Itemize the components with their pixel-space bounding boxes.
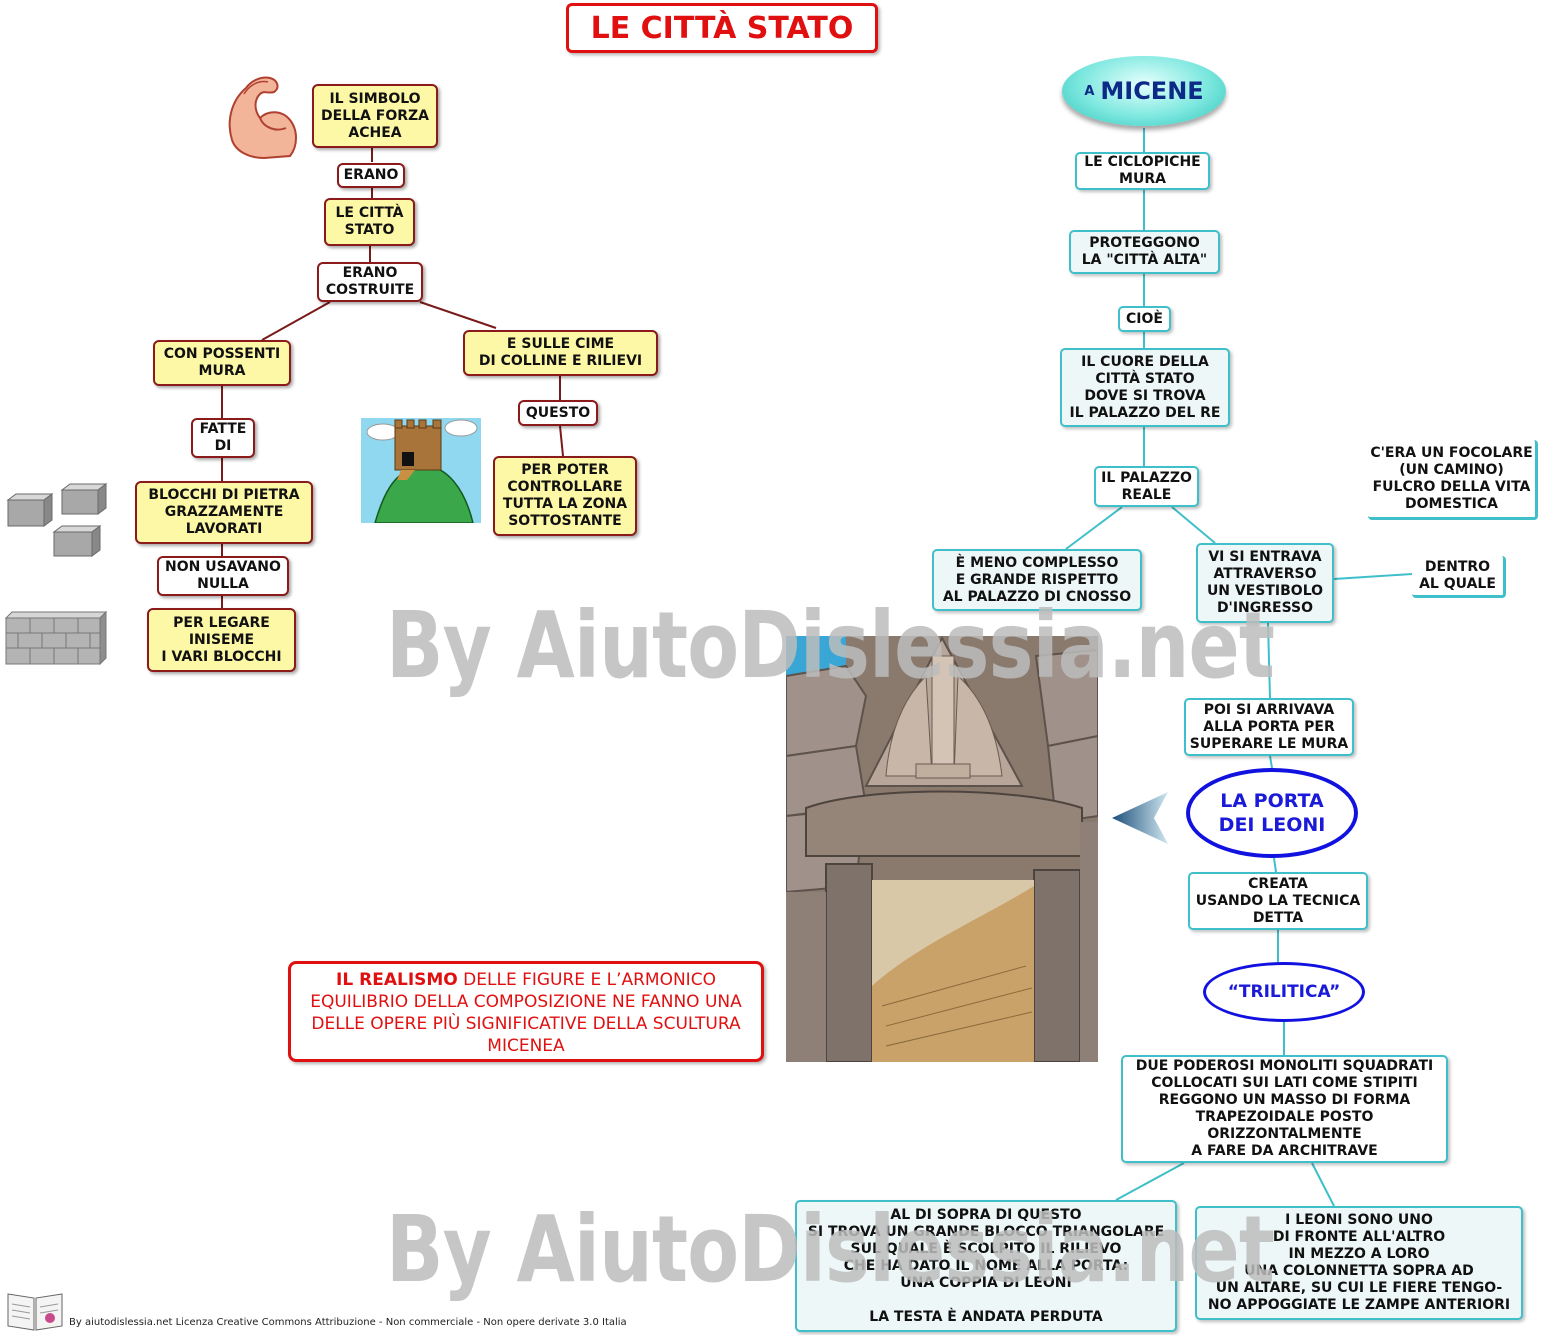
monoliti-box: DUE PODEROSI MONOLITI SQUADRATI COLLOCAT… [1121, 1055, 1448, 1163]
arrow-left-icon [1112, 792, 1168, 844]
stone-blocks-icon [6, 483, 108, 557]
simbolo-forza-box: IL SIMBOLO DELLA FORZA ACHEA [312, 84, 438, 148]
porta-leoni-ellipse: LA PORTA DEI LEONI [1186, 768, 1358, 858]
lion-gate-photo [786, 636, 1098, 1062]
leoni-box: I LEONI SONO UNO DI FRONTE ALL'ALTRO IN … [1195, 1206, 1523, 1320]
cuore-citta-box: IL CUORE DELLA CITTÀ STATO DOVE SI TROVA… [1060, 348, 1230, 427]
page-title: LE CITTÀ STATO [566, 3, 878, 53]
cioe-box: CIOÈ [1118, 306, 1171, 332]
micene-label: MICENE [1100, 77, 1204, 105]
watermark-bottom: By AiutoDislessia.net [386, 1196, 1275, 1303]
dentro-al-quale-box: DENTRO AL QUALE [1412, 556, 1506, 598]
fatte-di-box: FATTE DI [191, 418, 255, 458]
book-logo-icon [7, 1293, 63, 1331]
focolare-box: C'ERA UN FOCOLARE (UN CAMINO) FULCRO DEL… [1368, 440, 1538, 520]
meno-complesso-box: È MENO COMPLESSO E GRANDE RISPETTO AL PA… [932, 549, 1142, 611]
sulle-cime-box: E SULLE CIME DI COLLINE E RILIEVI [463, 330, 658, 376]
proteggono-box: PROTEGGONO LA "CITTÀ ALTA" [1069, 230, 1220, 274]
castle-on-hill-icon [361, 418, 481, 523]
realismo-text: DELLE FIGURE E L’ARMONICO EQUILIBRIO DEL… [310, 970, 742, 1056]
flexed-arm-icon [228, 76, 297, 160]
palazzo-reale-box: IL PALAZZO REALE [1094, 466, 1199, 507]
per-legare-box: PER LEGARE INISEME I VARI BLOCCHI [147, 608, 296, 672]
poi-si-arrivava-box: POI SI ARRIVAVA ALLA PORTA PER SUPERARE … [1184, 698, 1354, 756]
realismo-highlight: IL REALISMO [336, 970, 458, 990]
footer-license: By aiutodislessia.net Licenza Creative C… [69, 1317, 627, 1328]
possenti-mura-box: CON POSSENTI MURA [153, 340, 291, 386]
erano-costruite-box: ERANO COSTRUITE [317, 262, 423, 302]
questo-box: QUESTO [518, 400, 598, 426]
ciclopiche-mura-box: LE CICLOPICHE MURA [1075, 152, 1210, 190]
non-usavano-box: NON USAVANO NULLA [157, 556, 289, 596]
micene-bubble: A MICENE [1062, 56, 1226, 126]
per-poter-box: PER POTER CONTROLLARE TUTTA LA ZONA SOTT… [493, 456, 637, 536]
creata-box: CREATA USANDO LA TECNICA DETTA [1188, 872, 1368, 930]
erano-box: ERANO [337, 163, 405, 188]
trilitica-ellipse: “TRILITICA” [1203, 962, 1365, 1022]
blocco-triangolare-box: AL DI SOPRA DI QUESTO SI TROVA UN GRANDE… [795, 1200, 1177, 1332]
vestibolo-box: VI SI ENTRAVA ATTRAVERSO UN VESTIBOLO D'… [1196, 543, 1334, 623]
stone-wall-icon [4, 610, 108, 666]
blocchi-pietra-box: BLOCCHI DI PIETRA GRAZZAMENTE LAVORATI [135, 481, 313, 544]
citta-stato-box: LE CITTÀ STATO [324, 198, 415, 246]
watermark-top: By AiutoDislessia.net [386, 592, 1275, 699]
realismo-note: IL REALISMO DELLE FIGURE E L’ARMONICO EQ… [288, 961, 764, 1062]
micene-prefix: A [1084, 83, 1095, 99]
